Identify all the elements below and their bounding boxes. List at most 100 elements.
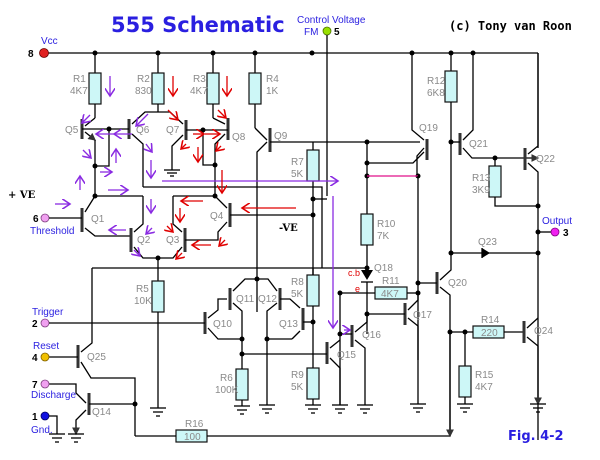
pin-3-label: Output: [542, 216, 572, 227]
r7-name: R7: [291, 157, 304, 168]
r5-value: 10K: [134, 296, 152, 307]
pin-7-terminal[interactable]: [40, 379, 50, 389]
resistor-r12: R12 6K8: [427, 53, 458, 253]
q3-label: Q3: [166, 235, 180, 246]
pin-2-number: 2: [32, 319, 38, 330]
r5-name: R5: [136, 284, 149, 295]
pin-3-output[interactable]: Output 3: [535, 216, 573, 239]
current-arrows-positive: [55, 76, 350, 330]
diagram-title: 555 Schematic: [111, 13, 285, 37]
q16-label: Q16: [362, 330, 381, 341]
resistor-r3: R3 4K7: [190, 53, 220, 118]
q12-label: Q12: [258, 294, 277, 305]
r11-name: R11: [382, 276, 400, 287]
pin-6-number: 6: [33, 214, 39, 225]
pin-4-label: Reset: [33, 341, 59, 352]
resistor-r1: R1 4K7: [70, 53, 102, 118]
resistor-r15: R15 4K7: [458, 332, 494, 404]
q2-label: Q2: [137, 235, 151, 246]
q23-label: Q23: [478, 237, 497, 248]
r3-value: 4K7: [190, 86, 208, 97]
r6-name: R6: [220, 373, 233, 384]
positive-polarity-label: + VE: [8, 190, 36, 201]
q7-label: Q7: [166, 125, 180, 136]
pin-6-threshold[interactable]: 6 Threshold: [30, 213, 82, 237]
pin-8-number: 8: [28, 49, 34, 60]
r4-value: 1K: [266, 86, 279, 97]
q20-label: Q20: [448, 278, 467, 289]
current-arrows-negative: [167, 76, 296, 259]
q14-label: Q14: [92, 407, 111, 418]
r8-value: 5K: [291, 289, 304, 300]
pin-8-terminal[interactable]: [39, 48, 49, 58]
pin-5-control-voltage[interactable]: Control Voltage FM 5: [297, 15, 366, 196]
resistor-r14: R14 220: [450, 315, 523, 339]
r14-value: 220: [481, 328, 498, 339]
pin-1-terminal[interactable]: [40, 411, 50, 421]
pin-4-terminal[interactable]: [40, 352, 50, 362]
r9-name: R9: [291, 370, 304, 381]
resistor-r11: R11 4K7: [340, 276, 418, 300]
pin-2-terminal[interactable]: [40, 318, 50, 328]
q4-label: Q4: [210, 211, 224, 222]
resistor-r4: R4 1K: [248, 53, 279, 128]
pin-6-terminal[interactable]: [40, 213, 50, 223]
r10-name: R10: [377, 219, 396, 230]
r12-value: 6K8: [427, 88, 445, 99]
resistor-r13: R13 3K9: [472, 158, 538, 207]
r10-value: 7K: [377, 231, 390, 242]
pin-7-discharge[interactable]: 7 Discharge: [31, 379, 76, 401]
pin-4-number: 4: [32, 353, 38, 364]
pin-8-vcc[interactable]: 8 Vcc: [28, 36, 58, 60]
pin-5-terminal[interactable]: [322, 26, 332, 36]
r1-name: R1: [73, 74, 86, 85]
negative-polarity-label: -VE: [279, 223, 298, 234]
resistor-r9: R9 5K: [291, 367, 320, 405]
pin-3-terminal[interactable]: [550, 227, 560, 237]
r3-name: R3: [193, 74, 206, 85]
resistor-r2: R2 830: [135, 53, 165, 112]
pin-3-number: 3: [563, 228, 569, 239]
q18-label: Q18: [374, 263, 393, 274]
q22-label: Q22: [536, 154, 555, 165]
pin-5-number: 5: [334, 27, 340, 38]
pin-1-label: Gnd.: [31, 425, 53, 436]
q11-label: Q11: [236, 294, 255, 305]
r2-value: 830: [135, 86, 152, 97]
r15-value: 4K7: [475, 382, 493, 393]
ground-symbols: [49, 403, 546, 443]
r13-name: R13: [472, 173, 491, 184]
q9-label: Q9: [274, 131, 288, 142]
copyright-label: (c) Tony van Roon: [449, 19, 572, 33]
r4-name: R4: [266, 74, 279, 85]
transistors: Q5 Q6 Q7 Q8 Q9 Q1 Q2 Q3 Q4: [49, 53, 555, 440]
resistor-r6: R6 100K: [215, 354, 249, 406]
r6-value: 100K: [215, 385, 239, 396]
pin-4-reset[interactable]: Reset 4: [32, 341, 59, 364]
figure-label: Fig. 4-2: [508, 429, 564, 444]
r9-value: 5K: [291, 382, 304, 393]
q25-label: Q25: [87, 352, 106, 363]
r16-name: R16: [185, 419, 204, 430]
pin-1-ground[interactable]: 1 Gnd.: [31, 411, 58, 436]
pin-5-label: Control Voltage: [297, 15, 366, 26]
q18-e-label: e: [355, 284, 360, 294]
resistor-r5: R5 10K: [134, 258, 165, 408]
pin-6-label: Threshold: [30, 226, 74, 237]
pin-5-sublabel: FM: [304, 27, 318, 38]
pin-7-label: Discharge: [31, 390, 76, 401]
r1-value: 4K7: [70, 86, 88, 97]
r8-name: R8: [291, 277, 304, 288]
q13-label: Q13: [279, 319, 298, 330]
q24-label: Q24: [534, 326, 553, 337]
pin-2-label: Trigger: [32, 307, 64, 318]
pin-8-label: Vcc: [41, 36, 58, 47]
pin-2-trigger[interactable]: Trigger 2: [32, 307, 135, 330]
q17-label: Q17: [413, 310, 432, 321]
r15-name: R15: [475, 370, 494, 381]
q6-label: Q6: [136, 125, 150, 136]
q5-label: Q5: [65, 125, 79, 136]
r16-value: 100: [184, 432, 201, 443]
